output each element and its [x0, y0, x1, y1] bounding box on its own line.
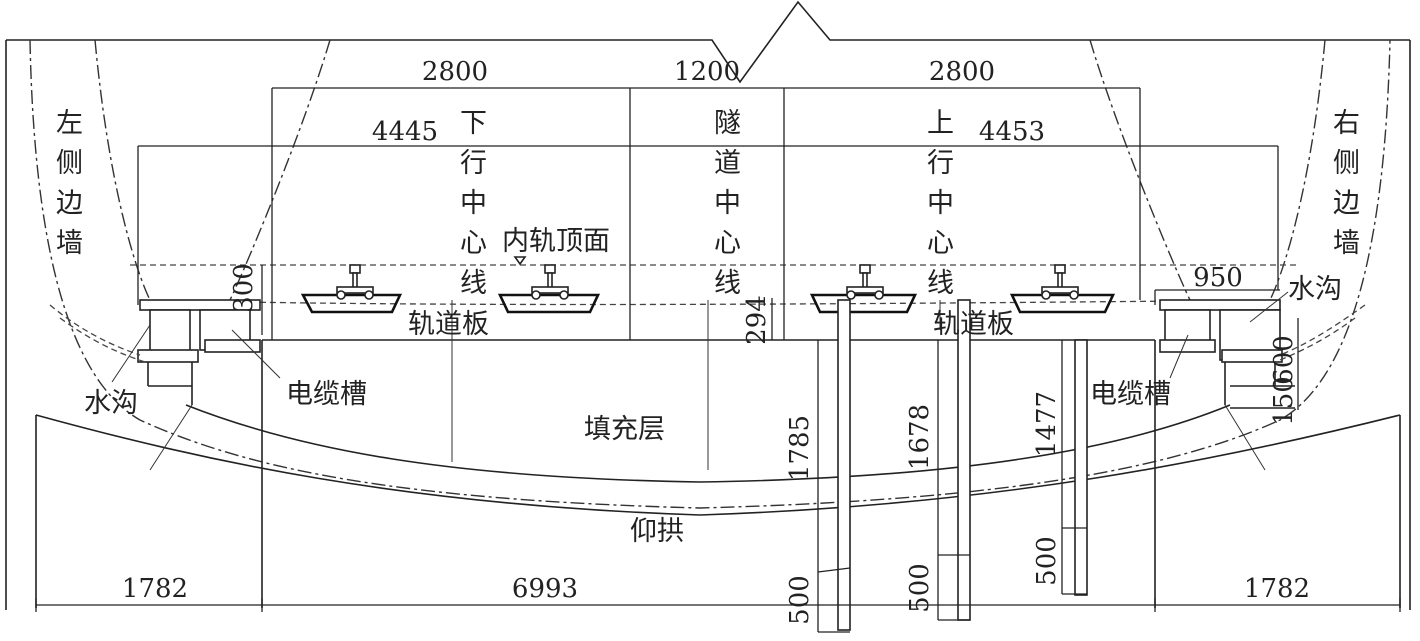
label-down-center-4: 心	[460, 228, 487, 259]
label-left-wall-3: 边	[56, 188, 83, 219]
rail-2	[531, 264, 569, 300]
label-drain-right: 水沟	[1288, 274, 1342, 305]
label-up-center-2: 行	[927, 148, 954, 179]
vertical-labels: 左 侧 边 墙 右 侧 边 墙 下 行 中 心 线 隧 道 中 心 线 上 行 …	[56, 108, 1360, 299]
label-invert: 仰拱	[630, 516, 684, 547]
horizontal-labels: 内轨顶面 轨道板 轨道板 水沟 水沟 电缆槽 电缆槽 填充层 仰拱	[84, 226, 1342, 547]
dim-pile-1785: 1785	[785, 415, 815, 481]
label-tunnel-center-2: 道	[714, 148, 741, 179]
dim-pile-500-a: 500	[785, 575, 815, 625]
dim-left-300: 300	[229, 263, 259, 313]
label-drain-left: 水沟	[84, 388, 138, 419]
label-left-wall-4: 墙	[56, 228, 83, 259]
label-right-wall-2: 侧	[1333, 148, 1360, 179]
dim-slab-294: 294	[742, 295, 772, 345]
center-lines	[451, 300, 941, 470]
label-cable-trough-left: 电缆槽	[286, 379, 367, 410]
label-tunnel-center-4: 心	[714, 228, 741, 259]
dim-right-600: 600	[1269, 335, 1299, 385]
piles: 1785 500 1678 500 1477 500	[785, 299, 1088, 633]
pile-1785: 1785 500	[785, 299, 851, 633]
label-down-center-1: 下	[460, 108, 487, 139]
label-down-center-5: 线	[460, 268, 487, 299]
label-fill-layer: 填充层	[584, 414, 665, 445]
dim-second-left: 4445	[372, 117, 438, 147]
label-up-center-3: 中	[927, 188, 954, 219]
label-inner-rail-top: 内轨顶面	[502, 226, 610, 257]
label-tunnel-center-3: 中	[714, 188, 741, 219]
rails	[336, 264, 1079, 300]
dim-bottom-left: 1782	[122, 574, 188, 604]
leader-lines	[111, 291, 1289, 383]
label-track-slab-right: 轨道板	[933, 309, 1014, 340]
pile-1477: 1477 500	[1032, 339, 1088, 596]
rail-4	[1041, 264, 1079, 300]
label-up-center-4: 心	[927, 228, 954, 259]
label-left-wall-2: 侧	[56, 148, 83, 179]
label-left-wall-1: 左	[56, 108, 83, 139]
dim-bottom-mid: 6993	[512, 574, 578, 604]
dim-pile-500-c: 500	[1032, 536, 1062, 586]
dim-second-right: 4453	[979, 117, 1045, 147]
label-down-center-3: 中	[460, 188, 487, 219]
label-cable-trough-right: 电缆槽	[1090, 379, 1171, 410]
label-track-slab-left: 轨道板	[408, 309, 489, 340]
top-dimensions: 2800 1200 2800 4445 4453	[137, 57, 1279, 340]
rail-top-marker	[513, 256, 527, 266]
dim-top-left: 2800	[422, 57, 488, 87]
label-tunnel-center-1: 隧	[714, 108, 741, 139]
pile-1678: 1678 500	[905, 299, 971, 621]
dim-pile-1477: 1477	[1032, 391, 1062, 457]
bottom-dimensions: 1782 6993 1782	[35, 574, 1401, 612]
fill-layer-outline	[130, 264, 1300, 608]
dim-top-right: 2800	[929, 57, 995, 87]
dim-right-950: 950	[1193, 263, 1243, 293]
label-right-wall-3: 边	[1333, 188, 1360, 219]
dim-right-150: 150	[1269, 376, 1299, 426]
label-tunnel-center-5: 线	[714, 268, 741, 299]
dim-top-mid: 1200	[674, 57, 740, 87]
track-slabs: 294	[300, 256, 1116, 345]
dim-bottom-right: 1782	[1244, 574, 1310, 604]
rail-1	[336, 264, 374, 300]
invert-arcs	[35, 404, 1401, 608]
label-right-wall-1: 右	[1333, 108, 1360, 139]
right-drain-cable-structure: 600 150 950	[1154, 263, 1366, 471]
label-down-center-2: 行	[460, 148, 487, 179]
label-up-center-5: 线	[927, 268, 954, 299]
dim-pile-1678: 1678	[905, 404, 935, 470]
label-right-wall-4: 墙	[1333, 228, 1360, 259]
rail-3	[846, 264, 884, 300]
left-drain-cable-structure: 300	[49, 263, 263, 471]
label-up-center-1: 上	[927, 108, 954, 139]
